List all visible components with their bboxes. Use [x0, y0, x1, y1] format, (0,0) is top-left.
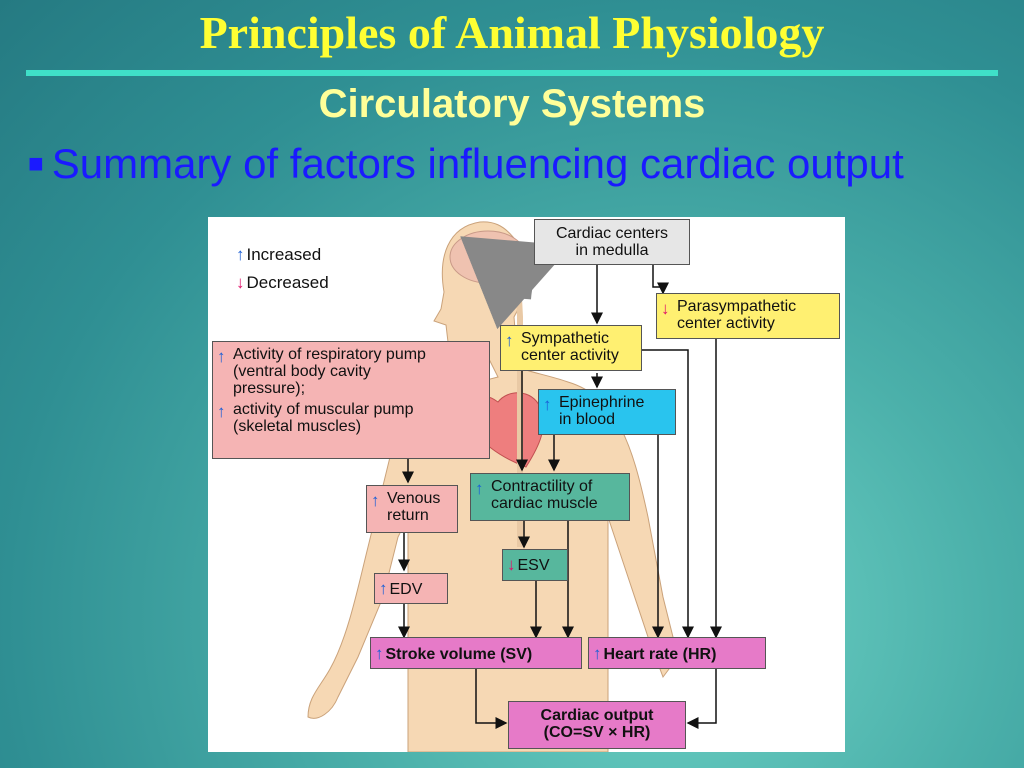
node-sympathetic-label: Sympathetic center activity — [521, 330, 619, 364]
node-edv-label: EDV — [389, 581, 423, 598]
node-cardiac-centers-label: Cardiac centers in medulla — [555, 225, 669, 259]
node-edv: ↑EDV — [374, 573, 448, 604]
node-cardiac-output: Cardiac output (CO=SV × HR) — [508, 701, 686, 749]
arrow-sympathetic-to-hr — [642, 349, 694, 639]
node-venous-return-label: Venous return — [387, 490, 441, 524]
down-arrow-icon: ↓ — [507, 555, 516, 574]
node-parasympathetic-label: Parasympathetic center activity — [677, 298, 797, 332]
legend-decreased-label: Decreased — [246, 273, 329, 292]
arrow-hr-to-co — [686, 669, 717, 729]
node-parasympathetic: ↓ Parasympathetic center activity — [656, 293, 840, 339]
legend-increased: ↑Increased — [236, 245, 321, 265]
node-contractility-label: Contractility of cardiac muscle — [491, 478, 598, 512]
up-arrow-icon: ↑ — [217, 402, 226, 421]
node-cardiac-output-label: Cardiac output — [540, 707, 654, 724]
up-arrow-icon: ↑ — [371, 491, 380, 510]
down-arrow-icon: ↓ — [661, 299, 670, 318]
up-arrow-icon: ↑ — [505, 331, 514, 350]
node-heart-rate-label: Heart rate (HR) — [603, 646, 717, 663]
node-heart-rate: ↑Heart rate (HR) — [588, 637, 766, 669]
node-contractility: ↑ Contractility of cardiac muscle — [470, 473, 630, 521]
arrow-centers-to-parasympathetic — [652, 265, 669, 295]
up-arrow-icon: ↑ — [379, 579, 388, 598]
node-pumps-muscular: ↑ activity of muscular pump (skeletal mus… — [217, 401, 485, 435]
node-epinephrine-label: Epinephrine in blood — [559, 394, 645, 428]
node-pumps-respiratory: ↑ Activity of respiratory pump (ventral b… — [217, 346, 485, 397]
node-pumps-muscular-label: activity of muscular pump (skeletal musc… — [233, 401, 414, 435]
node-esv: ↓ESV — [502, 549, 568, 581]
legend-increased-label: Increased — [246, 245, 322, 264]
bullet-square-icon: ■ — [28, 148, 44, 178]
node-stroke-volume: ↑Stroke volume (SV) — [370, 637, 582, 669]
node-esv-label: ESV — [517, 557, 550, 574]
down-arrow-icon: ↓ — [236, 273, 245, 292]
up-arrow-icon: ↑ — [475, 479, 484, 498]
brain-shape — [449, 230, 527, 284]
node-pumps-respiratory-label: Activity of respiratory pump (ventral bo… — [233, 346, 426, 397]
up-arrow-icon: ↑ — [217, 347, 226, 366]
up-arrow-icon: ↑ — [593, 644, 602, 663]
node-pumps: ↑ Activity of respiratory pump (ventral b… — [212, 341, 490, 459]
legend-decreased: ↓Decreased — [236, 273, 329, 293]
node-cardiac-centers: Cardiac centers in medulla — [534, 219, 690, 265]
cardiac-output-diagram: ↑Increased ↓Decreased Cardiac centers in… — [208, 217, 845, 752]
node-sympathetic: ↑ Sympathetic center activity — [500, 325, 642, 371]
node-venous-return: ↑ Venous return — [366, 485, 458, 533]
slide-subtitle: Circulatory Systems — [318, 82, 706, 126]
title-divider — [26, 70, 998, 76]
node-cardiac-output-formula: (CO=SV × HR) — [543, 724, 651, 741]
up-arrow-icon: ↑ — [375, 644, 384, 663]
arrow-sv-to-co — [475, 669, 508, 729]
bullet-point: ■Summary of factors influencing cardiac … — [28, 140, 904, 188]
node-epinephrine: ↑ Epinephrine in blood — [538, 389, 676, 435]
bullet-text: Summary of factors influencing cardiac o… — [51, 140, 904, 187]
node-stroke-volume-label: Stroke volume (SV) — [385, 646, 533, 663]
up-arrow-icon: ↑ — [543, 395, 552, 414]
up-arrow-icon: ↑ — [236, 245, 245, 264]
slide-title: Principles of Animal Physiology — [199, 7, 825, 58]
